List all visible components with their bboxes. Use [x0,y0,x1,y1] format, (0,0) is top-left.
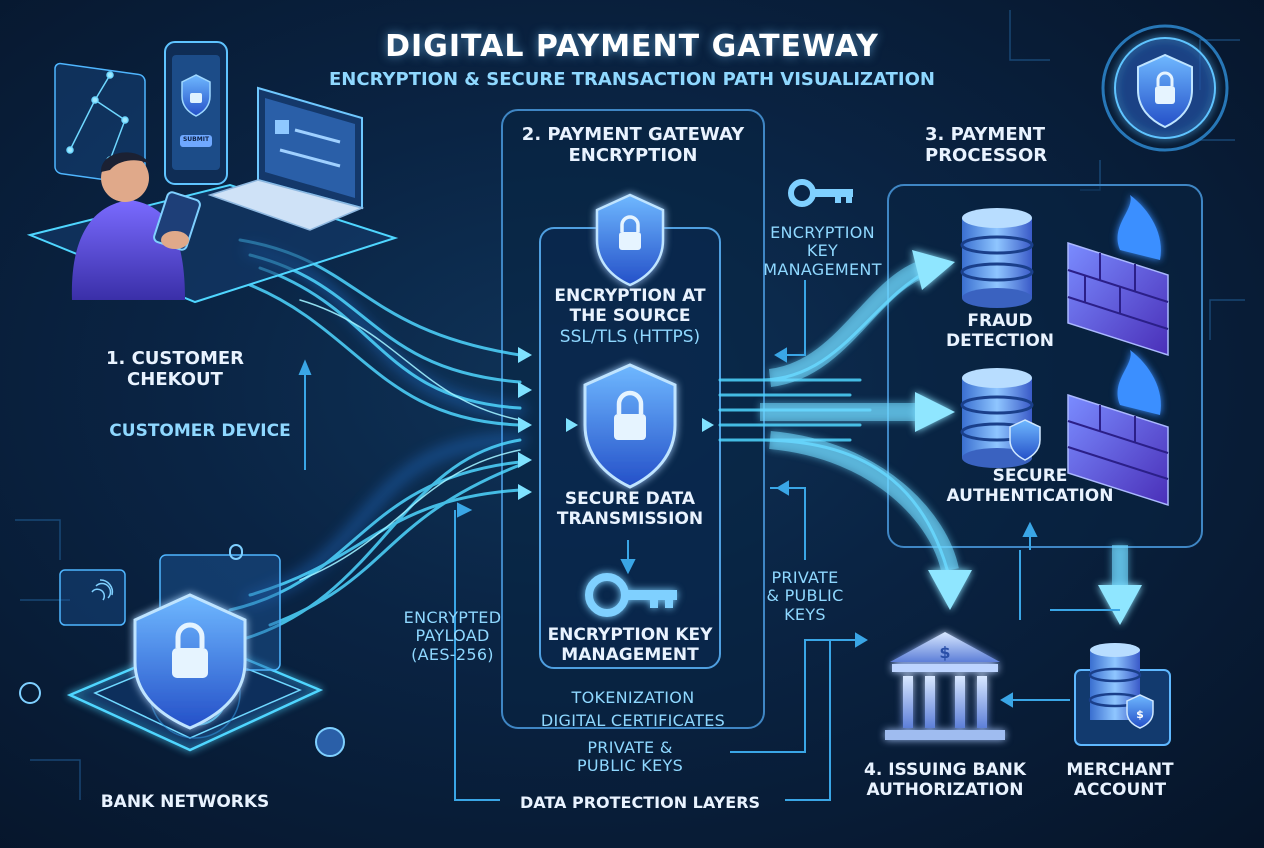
fraud-detection-label: FRAUD DETECTION [945,311,1054,351]
page-subtitle: ENCRYPTION & SECURE TRANSACTION PATH VIS… [329,69,935,90]
database-icon [960,368,1041,468]
private-public-keys-side: PRIVATE & PUBLIC KEYS [766,568,844,624]
encryption-key-management: ENCRYPTION KEY MANAGEMENT [547,625,713,665]
data-flow-streams [228,238,952,642]
customer-device-platform [26,41,399,304]
customer-device-label: CUSTOMER DEVICE [109,421,291,441]
digital-certificates-label: DIGITAL CERTIFICATES [540,711,726,730]
tokenization-label: TOKENIZATION [571,688,695,707]
step-3-payment-processor: 3. PAYMENT PROCESSOR [925,124,1048,166]
step-1-customer-checkout: 1. CUSTOMER CHEKOUT [105,348,245,390]
key-icon [788,179,853,207]
circuit-lines [15,10,1245,800]
firewall-icon [1067,350,1169,507]
step-4-issuing-bank: 4. ISSUING BANK AUTHORIZATION [864,760,1026,800]
shield-lock-icon [583,363,677,489]
key-icon [585,573,677,617]
phone-icon [164,41,228,185]
flow-arrows [760,250,1142,625]
page-title: DIGITAL PAYMENT GATEWAY [385,29,879,64]
svg-text:$: $ [939,643,950,662]
step-2-gateway-encryption: 2. PAYMENT GATEWAY ENCRYPTION [521,124,745,166]
person-icon [71,152,201,300]
private-public-keys-label: PRIVATE & PUBLIC KEYS [576,738,684,776]
security-emblem [1101,24,1229,152]
ssl-tls-label: SSL/TLS (HTTPS) [559,327,701,347]
bank-icon: $ [885,632,1005,740]
encryption-key-management-side: ENCRYPTION KEY MANAGEMENT [763,223,882,279]
fingerprint-icon [91,579,114,601]
svg-text:$: $ [1136,708,1144,721]
encrypted-payload-label: ENCRYPTED PAYLOAD (AES-256) [403,608,502,664]
bank-networks-label: BANK NETWORKS [100,792,270,812]
data-protection-layers-label: DATA PROTECTION LAYERS [519,793,761,812]
merchant-account-label: MERCHANT ACCOUNT [1066,760,1174,800]
secure-authentication-label: SECURE AUTHENTICATION [946,466,1114,506]
shield-lock-icon [595,193,665,287]
connector-lines [298,280,1120,801]
bank-networks-platform [19,544,345,757]
secure-data-transmission: SECURE DATA TRANSMISSION [556,489,704,529]
device-submit-label: SUBMIT [182,136,210,143]
gateway-input-arrows [518,347,714,500]
laptop-icon [207,86,365,231]
encryption-at-source: ENCRYPTION AT THE SOURCE [554,286,706,326]
firewall-icon [1067,195,1169,357]
merchant-account-icon: $ [1074,643,1171,746]
database-icon [960,208,1034,308]
